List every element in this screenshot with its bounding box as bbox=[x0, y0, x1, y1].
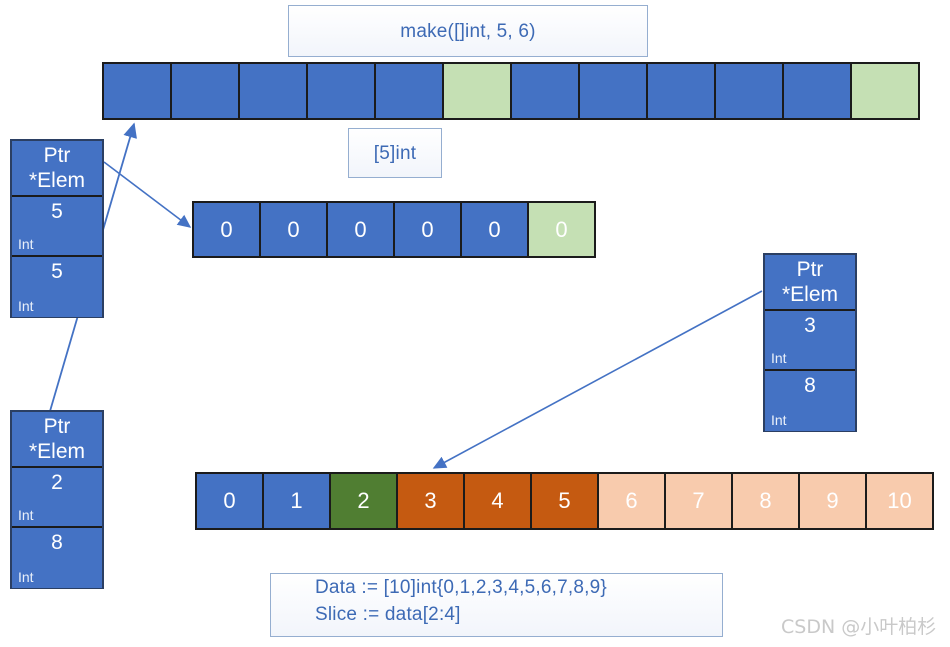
backing-array-capacity-strip-cell-8 bbox=[646, 62, 716, 120]
slice-header-data-cap-value: 8 bbox=[51, 531, 63, 554]
array-type-callout-text: [5]int bbox=[373, 142, 417, 164]
slice-header-made-cap-row: 5 Int bbox=[12, 257, 102, 317]
code-callout-line-1: Data := [10]int{0,1,2,3,4,5,6,7,8,9} bbox=[315, 577, 607, 598]
data-array-strip-cell-1: 1 bbox=[262, 472, 331, 530]
slice-header-sliced: Ptr *Elem 3 Int 8 Int bbox=[763, 253, 857, 432]
code-callout: Data := [10]int{0,1,2,3,4,5,6,7,8,9} Sli… bbox=[270, 573, 723, 637]
make-callout-text: make([]int, 5, 6) bbox=[400, 20, 536, 42]
slice-header-made-cap-value: 5 bbox=[51, 260, 63, 283]
backing-array-capacity-strip-cell-5 bbox=[442, 62, 512, 120]
slice-header-made-len-type: Int bbox=[18, 236, 34, 252]
slice-header-data-cap-row: 8 Int bbox=[12, 528, 102, 588]
data-array-strip-cell-4: 4 bbox=[463, 472, 532, 530]
backing-array-capacity-strip-cell-9 bbox=[714, 62, 784, 120]
backing-array-capacity-strip-cell-11 bbox=[850, 62, 920, 120]
slice-header-made-ptr-label: Ptr bbox=[43, 144, 71, 167]
slice-header-data-len-type: Int bbox=[18, 507, 34, 523]
slice-header-made-cap-type: Int bbox=[18, 298, 34, 314]
slice-header-data-ptr-row: Ptr *Elem bbox=[12, 412, 102, 468]
backing-array-capacity-strip-cell-0 bbox=[102, 62, 172, 120]
made-slice-elements-strip-cell-2: 0 bbox=[326, 201, 395, 258]
made-slice-elements-strip-cell-0: 0 bbox=[192, 201, 261, 258]
slice-header-data-cap-type: Int bbox=[18, 569, 34, 585]
slice-header-sliced-cap-row: 8 Int bbox=[765, 371, 855, 431]
slice-header-data-len-value: 2 bbox=[51, 471, 63, 494]
data-array-strip-cell-9: 9 bbox=[798, 472, 867, 530]
backing-array-capacity-strip-cell-3 bbox=[306, 62, 376, 120]
made-slice-elements-strip-cell-5: 0 bbox=[527, 201, 596, 258]
make-callout: make([]int, 5, 6) bbox=[288, 5, 648, 57]
data-array-strip-cell-10: 10 bbox=[865, 472, 934, 530]
data-array-strip-cell-0: 0 bbox=[195, 472, 264, 530]
slice-header-data: Ptr *Elem 2 Int 8 Int bbox=[10, 410, 104, 589]
slice-header-sliced-ptr-row: Ptr *Elem bbox=[765, 255, 855, 311]
data-array-strip-cell-6: 6 bbox=[597, 472, 666, 530]
made-slice-elements-strip-cell-4: 0 bbox=[460, 201, 529, 258]
backing-array-capacity-strip-cell-6 bbox=[510, 62, 580, 120]
arrow-sliced-ptr-to-data-cell bbox=[432, 290, 763, 469]
backing-array-capacity-strip-cell-2 bbox=[238, 62, 308, 120]
backing-array-capacity-strip bbox=[102, 62, 920, 120]
slice-header-made-ptr-row: Ptr *Elem bbox=[12, 141, 102, 197]
slice-header-sliced-elem-label: *Elem bbox=[781, 283, 839, 306]
data-array-strip-cell-5: 5 bbox=[530, 472, 599, 530]
slice-header-sliced-len-value: 3 bbox=[804, 314, 816, 337]
backing-array-capacity-strip-cell-7 bbox=[578, 62, 648, 120]
slice-header-data-len-row: 2 Int bbox=[12, 468, 102, 528]
code-callout-line-2: Slice := data[2:4] bbox=[315, 604, 461, 625]
made-slice-elements-strip-cell-3: 0 bbox=[393, 201, 462, 258]
data-array-strip-cell-3: 3 bbox=[396, 472, 465, 530]
slice-header-sliced-len-type: Int bbox=[771, 350, 787, 366]
array-type-callout: [5]int bbox=[348, 128, 442, 178]
data-array-strip-cell-2: 2 bbox=[329, 472, 398, 530]
backing-array-capacity-strip-cell-1 bbox=[170, 62, 240, 120]
slice-header-made-len-value: 5 bbox=[51, 200, 63, 223]
slice-header-sliced-ptr-label: Ptr bbox=[796, 258, 824, 281]
data-array-strip-cell-8: 8 bbox=[731, 472, 800, 530]
backing-array-capacity-strip-cell-10 bbox=[782, 62, 852, 120]
slice-header-sliced-cap-value: 8 bbox=[804, 374, 816, 397]
slice-header-sliced-cap-type: Int bbox=[771, 412, 787, 428]
slice-header-data-ptr-label: Ptr bbox=[43, 415, 71, 438]
backing-array-capacity-strip-cell-4 bbox=[374, 62, 444, 120]
slice-header-made-elem-label: *Elem bbox=[28, 169, 86, 192]
made-slice-elements-strip-cell-1: 0 bbox=[259, 201, 328, 258]
slice-header-data-elem-label: *Elem bbox=[28, 440, 86, 463]
slice-header-sliced-len-row: 3 Int bbox=[765, 311, 855, 371]
data-array-strip-cell-7: 7 bbox=[664, 472, 733, 530]
slice-header-made-len-row: 5 Int bbox=[12, 197, 102, 257]
slice-header-made: Ptr *Elem 5 Int 5 Int bbox=[10, 139, 104, 318]
csdn-watermark: CSDN @小叶柏杉 bbox=[781, 616, 937, 638]
arrow-made-ptr-to-elements bbox=[103, 161, 192, 228]
